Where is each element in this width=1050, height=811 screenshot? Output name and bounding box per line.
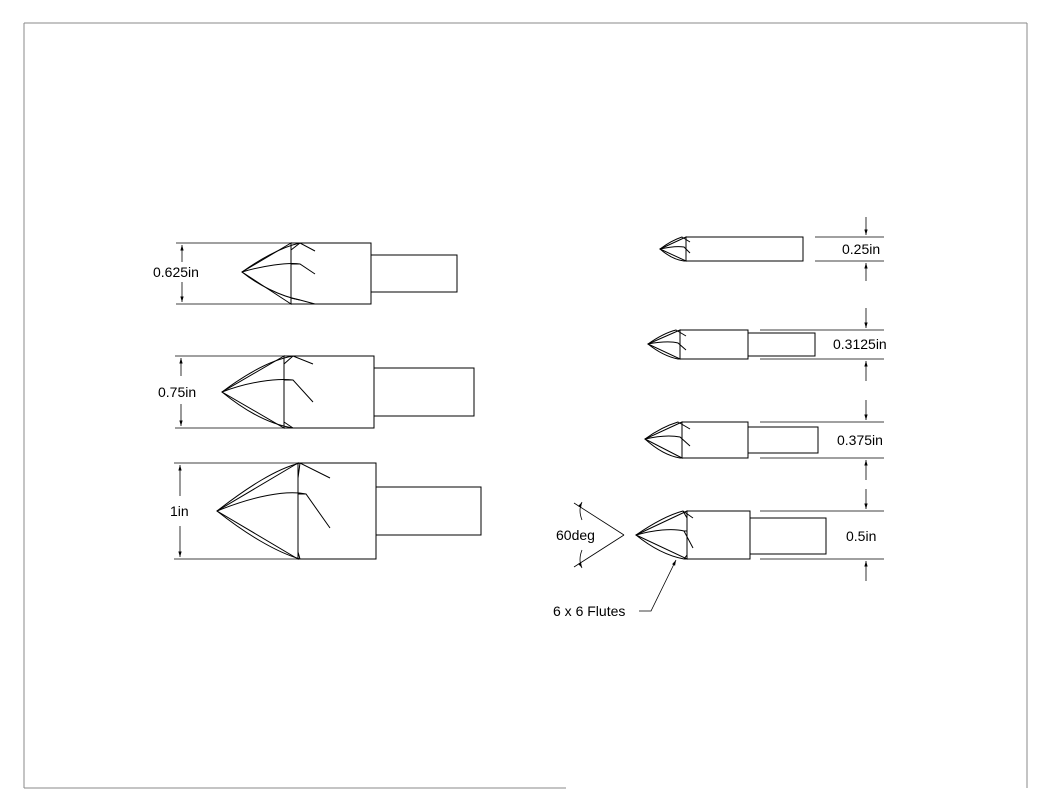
dim-label-05: 0.5in	[846, 528, 876, 544]
dim-05	[760, 489, 884, 581]
countersink-075	[221, 355, 475, 429]
dim-label-075: 0.75in	[158, 384, 196, 400]
flutes-label: 6 x 6 Flutes	[553, 603, 625, 619]
dim-label-0625: 0.625in	[153, 264, 199, 280]
sheet-border	[23, 22, 1028, 789]
countersink-0625	[241, 242, 458, 305]
countersink-0375	[643, 421, 819, 459]
countersink-05	[634, 510, 827, 560]
dim-025	[815, 217, 884, 281]
angle-dimension	[573, 501, 625, 569]
dim-label-03125: 0.3125in	[833, 336, 887, 352]
flutes-leader	[639, 559, 677, 612]
dim-1	[174, 462, 298, 560]
countersink-03125	[646, 329, 816, 360]
dim-075	[175, 355, 284, 429]
angle-label: 60deg	[556, 527, 595, 543]
dim-0625	[176, 242, 291, 305]
dim-0375	[760, 400, 884, 480]
dim-03125	[760, 308, 884, 381]
dim-label-1: 1in	[170, 503, 189, 519]
dim-label-025: 0.25in	[842, 241, 880, 257]
dim-label-0375: 0.375in	[837, 432, 883, 448]
countersink-025	[658, 236, 804, 262]
countersink-1	[216, 462, 482, 560]
